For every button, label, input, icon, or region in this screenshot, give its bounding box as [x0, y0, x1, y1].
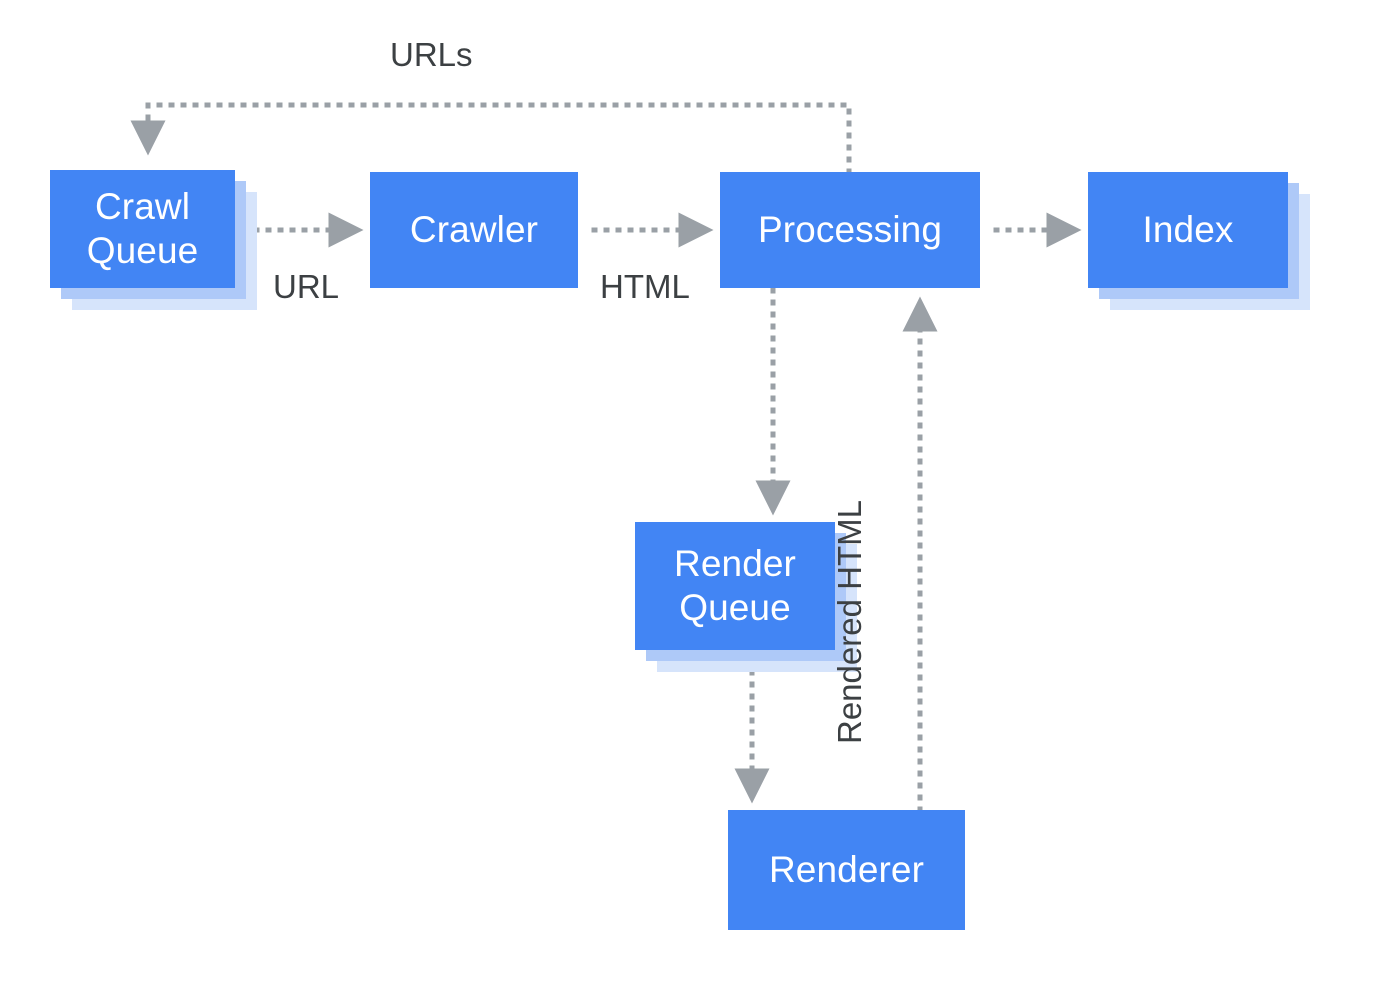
node-face: Crawl Queue [50, 170, 235, 288]
edge-label-html: HTML [600, 268, 690, 305]
node-face: Renderer [728, 810, 965, 930]
node-label: Crawl Queue [86, 186, 199, 271]
node-crawler[interactable]: Crawler [370, 172, 578, 288]
edge-label-urls: URLs [390, 36, 473, 73]
node-label: Render Queue [674, 543, 796, 628]
node-renderer[interactable]: Renderer [728, 810, 965, 930]
node-processing[interactable]: Processing [720, 172, 980, 288]
node-label: Index [1142, 209, 1234, 251]
node-label: Renderer [768, 849, 925, 891]
node-face: Crawler [370, 172, 578, 288]
node-face: Render Queue [635, 522, 835, 650]
node-index[interactable]: Index [1088, 172, 1310, 310]
node-render-queue[interactable]: Render Queue [635, 522, 857, 672]
node-face: Processing [720, 172, 980, 288]
edge-label-url: URL [273, 268, 340, 305]
node-face: Index [1088, 172, 1288, 288]
node-crawl-queue[interactable]: Crawl Queue [50, 170, 257, 310]
node-label: Crawler [409, 209, 539, 251]
edge-processing-to-crawlqueue [130, 102, 852, 175]
node-label: Processing [757, 209, 943, 251]
edge-label-rendered-html: Rendered HTML [831, 500, 868, 744]
